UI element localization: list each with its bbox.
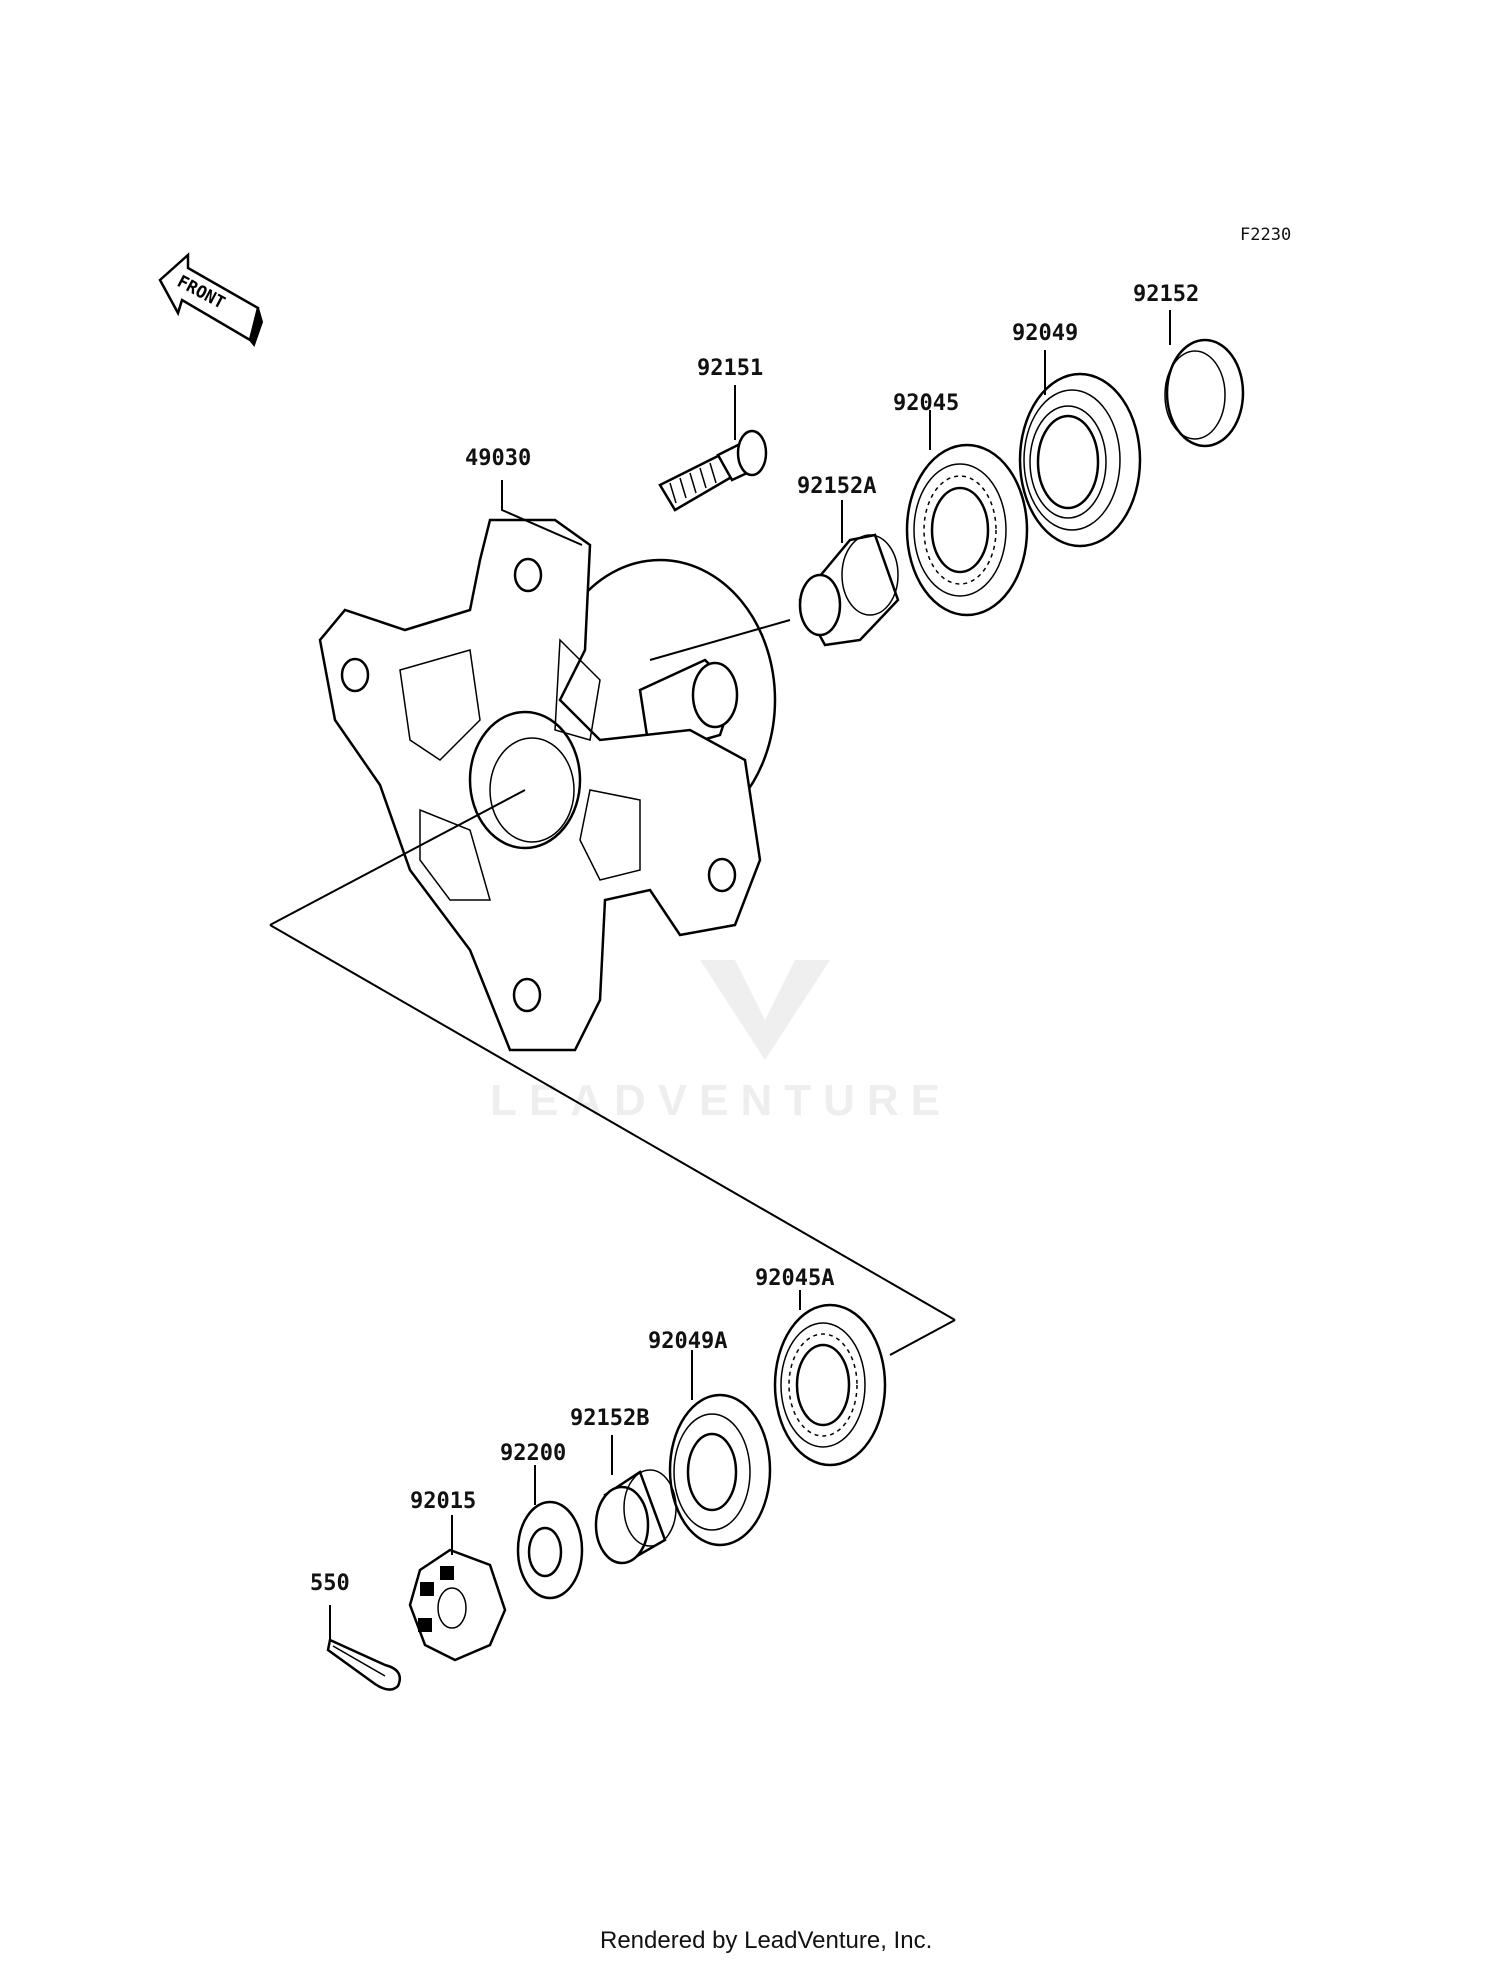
cotter-pin-part-550	[326, 1638, 402, 1691]
callout-92049: 92049	[1012, 321, 1078, 346]
collar-part-92152A	[798, 533, 900, 647]
callout-49030: 49030	[465, 446, 531, 471]
hub-part-49030	[318, 518, 777, 1052]
callout-550: 550	[310, 1571, 350, 1596]
watermark-text: LEADVENTURE	[490, 1076, 952, 1125]
callout-92049A: 92049A	[648, 1329, 727, 1354]
washer-part-92200	[516, 1500, 584, 1600]
callout-92200: 92200	[500, 1441, 566, 1466]
leader-lines	[329, 310, 1171, 1640]
footer-credit: Rendered by LeadVenture, Inc.	[600, 1927, 932, 1954]
watermark: LEADVENTURE	[490, 960, 952, 1125]
collar-part-92152B	[594, 1469, 677, 1565]
nut-part-92015	[408, 1548, 507, 1662]
seal-part-92049A	[668, 1393, 772, 1547]
diagram-code: F2230	[1240, 225, 1291, 245]
callout-92045A: 92045A	[755, 1266, 834, 1291]
assembly-line-lower-end	[889, 1319, 956, 1356]
assembly-line-lower	[269, 924, 956, 1321]
callout-92152B: 92152B	[570, 1406, 649, 1431]
bearing-part-92045	[905, 443, 1029, 617]
stud-part-92151	[658, 429, 768, 512]
front-arrow-icon: FRONT	[158, 252, 264, 348]
bearing-part-92045A	[773, 1303, 887, 1467]
callout-92152: 92152	[1133, 282, 1199, 307]
collar-part-92152	[1164, 338, 1245, 448]
callout-92045: 92045	[893, 391, 959, 416]
leader-line-hub-bore	[269, 789, 526, 926]
callout-92151: 92151	[697, 356, 763, 381]
callout-92152A: 92152A	[797, 474, 876, 499]
callout-92015: 92015	[410, 1489, 476, 1514]
seal-part-92049	[1018, 372, 1142, 548]
